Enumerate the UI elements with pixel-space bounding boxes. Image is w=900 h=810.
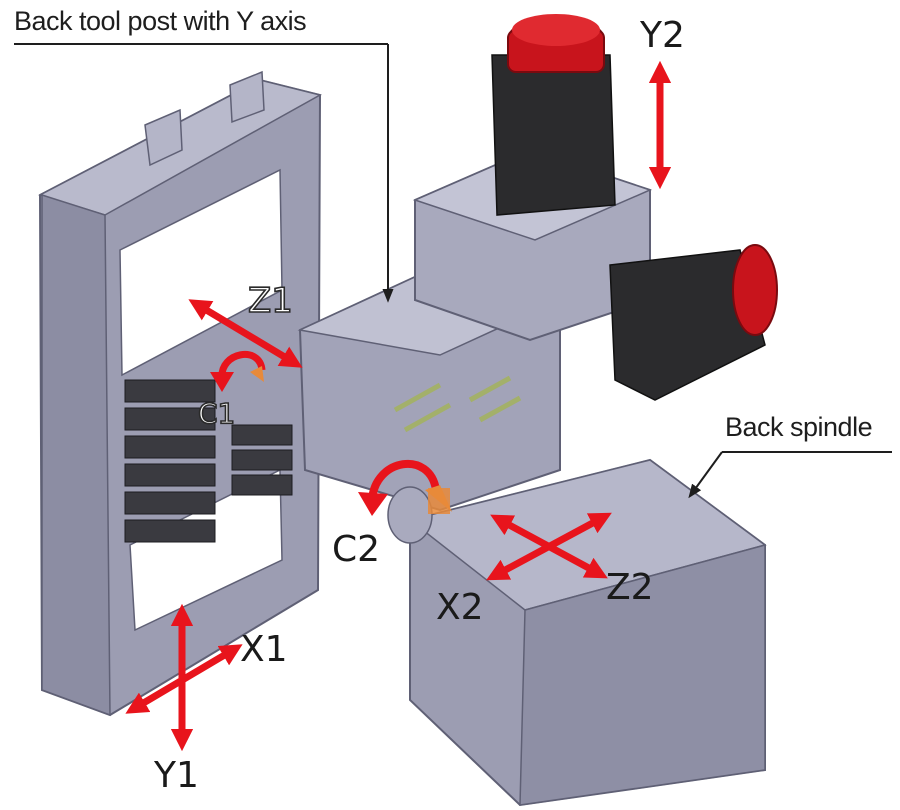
- x1-arrow: [125, 644, 243, 714]
- axis-label-y2: Y2: [640, 15, 685, 56]
- c2-rotation-icon: [368, 459, 440, 501]
- back-spindle-motor: [609, 244, 778, 401]
- back-tool-post-frame: [38, 70, 323, 717]
- axis-label-x2: X2: [436, 587, 484, 628]
- back-spindle-label: Back spindle: [725, 412, 873, 442]
- z1-arrow: [188, 299, 303, 368]
- axis-label-c2: C2: [332, 529, 381, 570]
- callout-leaders: [14, 43, 892, 499]
- axis-label-z2: Z2: [606, 567, 654, 608]
- axis-label-y1: Y1: [154, 755, 199, 796]
- z2-arrow: [490, 514, 608, 579]
- axis-label-z1: Z1: [247, 281, 294, 321]
- axis-label-x1: X1: [240, 629, 288, 670]
- tool-holders-right: [231, 424, 293, 496]
- y2-servo-motor: [491, 14, 616, 216]
- axis-arrows: [125, 60, 672, 752]
- rotation-arrows: [210, 351, 452, 516]
- axis-label-c1: C1: [197, 397, 236, 430]
- back-tool-post-label: Back tool post with Y axis: [14, 6, 307, 36]
- tool-holders-left: [124, 379, 216, 543]
- c1-rotation-icon: [218, 351, 266, 379]
